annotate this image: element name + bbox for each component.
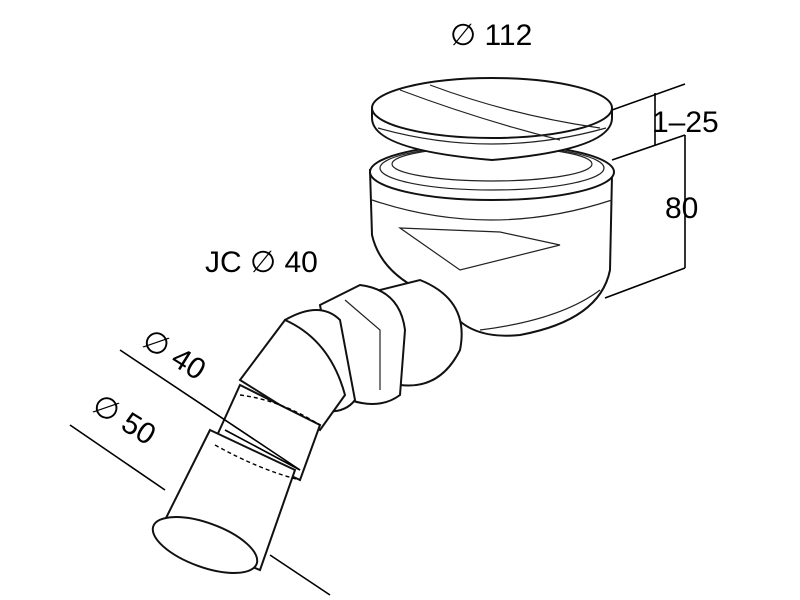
outlet-outer-label: ∅ 50 [86,388,161,452]
adjust-range-label: 1–25 [652,106,719,139]
outlet-pipe [151,383,322,574]
dimension-lines [69,83,686,596]
drain-cap [371,77,613,162]
elbow-connector [238,278,463,432]
outlet-inner-label: ∅ 40 [136,323,211,387]
cap-diameter-label: ∅ 112 [450,19,532,52]
joint-label: JC ∅ 40 [205,246,318,279]
height-label: 80 [665,192,698,225]
